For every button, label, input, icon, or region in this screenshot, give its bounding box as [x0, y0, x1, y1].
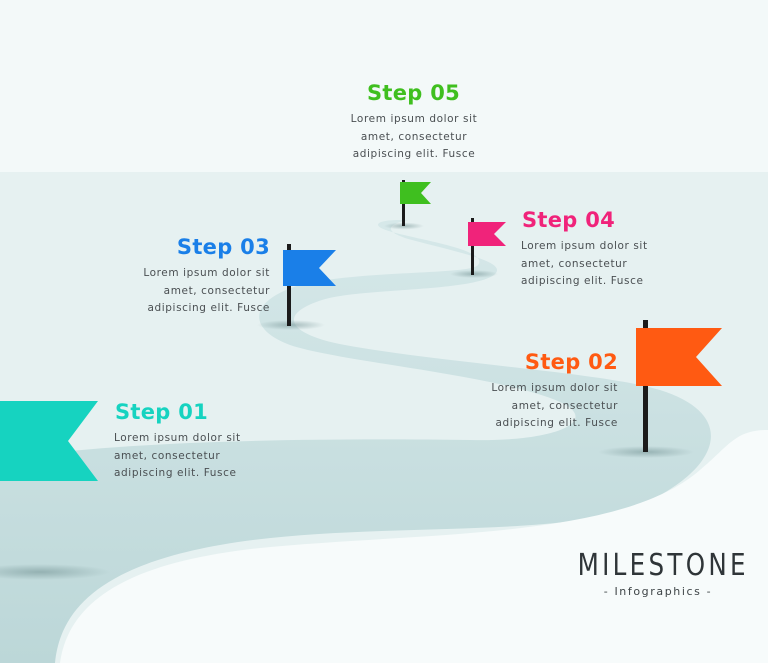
step-04-title: Step 04 [522, 208, 616, 232]
flag-icon-step-03 [283, 250, 336, 286]
milestone-heading: MILESTONE - Infographics - [560, 548, 756, 598]
step-05-line-1: Lorem ipsum dolor sit [350, 113, 478, 125]
flag-icon-step-04 [468, 222, 506, 246]
flag-pole-step-04 [471, 218, 474, 275]
foreground-sweep [60, 430, 768, 663]
step-01-line-1: Lorem ipsum dolor sit [114, 432, 241, 444]
flag-icon-step-01 [0, 401, 98, 481]
step-01-line-2: amet, consectetur [114, 449, 221, 462]
road-shadow-left [0, 564, 110, 580]
step-03-description: Lorem ipsum dolor sit amet, consectetur … [110, 265, 270, 318]
step-04-line-3: adipiscing elit. Fusce [521, 275, 644, 287]
step-04-line-1: Lorem ipsum dolor sit [521, 240, 648, 252]
step-03-line-2: amet, consectetur [163, 284, 270, 297]
flag-icon-step-05 [400, 182, 431, 204]
milestone-title: MILESTONE [577, 548, 749, 583]
step-01-line-3: adipiscing elit. Fusce [114, 467, 237, 479]
step-02-title: Step 02 [524, 350, 618, 374]
step-02-line-1: Lorem ipsum dolor sit [491, 382, 618, 394]
step-03-line-3: adipiscing elit. Fusce [147, 302, 270, 314]
flag-icon-step-02 [636, 328, 722, 386]
winding-road [0, 220, 711, 663]
step-01-description: Lorem ipsum dolor sit amet, consectetur … [114, 430, 274, 483]
step-03-title: Step 03 [176, 235, 270, 259]
step-05-line-3: adipiscing elit. Fusce [352, 148, 476, 160]
step-02-line-2: amet, consectetur [511, 399, 618, 412]
milestone-subtitle: - Infographics - [603, 585, 713, 598]
step-03-line-1: Lorem ipsum dolor sit [143, 267, 270, 279]
step-05-description: Lorem ipsum dolor sit amet, consectetur … [338, 111, 490, 164]
step-02-line-3: adipiscing elit. Fusce [495, 417, 618, 429]
step-04-description: Lorem ipsum dolor sit amet, consectetur … [521, 238, 681, 291]
step-02-description: Lorem ipsum dolor sit amet, consectetur … [458, 380, 618, 433]
step-05-title: Step 05 [367, 81, 461, 105]
step-01-title: Step 01 [115, 400, 209, 424]
step-04-line-2: amet, consectetur [521, 257, 628, 270]
step-05-line-2: amet, consectetur [360, 130, 468, 143]
